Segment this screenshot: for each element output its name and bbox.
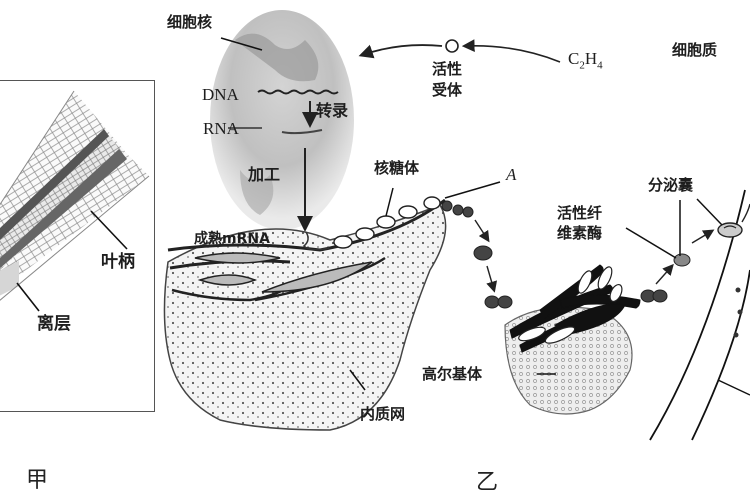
- panel-a-caption: 甲: [26, 468, 49, 493]
- active-receptor-label-line1: 活性: [432, 60, 463, 78]
- petiole-label: 叶柄: [101, 252, 135, 272]
- cellulase-label-line1: 活性纤: [557, 204, 603, 222]
- cell-wall: [691, 269, 750, 441]
- cellulase-label-line2: 维素酶: [557, 224, 603, 242]
- panel-b-caption: 乙: [476, 470, 499, 495]
- exocytosis-vesicle: [717, 222, 743, 238]
- panel-a-leaf-abscission: 叶柄 离层: [0, 80, 155, 412]
- petiole-tissue-drawing: [0, 90, 150, 312]
- ethylene-formula: C2H4: [568, 49, 603, 72]
- active-receptor-label-line2: 受体: [432, 81, 463, 99]
- ribosomes: [333, 196, 441, 249]
- cytoplasm-label: 细胞质: [672, 41, 718, 59]
- marker-a-label: A: [506, 165, 517, 184]
- dna-label: DNA: [202, 85, 239, 104]
- er-label: 内质网: [360, 405, 406, 423]
- active-receptor-circle: [445, 39, 459, 53]
- transcription-label: 转录: [316, 101, 349, 120]
- secretory-vesicle-label: 分泌囊: [648, 176, 694, 194]
- rna-label: RNA: [203, 119, 239, 138]
- nucleus-label: 细胞核: [167, 13, 213, 31]
- transport-vesicles: [441, 200, 691, 309]
- ribosome-label: 核糖体: [374, 159, 420, 177]
- golgi-label: 高尔基体: [422, 365, 483, 383]
- abscission-layer-label: 离层: [37, 314, 71, 334]
- mature-mrna-label: 成熟mRNA: [194, 231, 270, 247]
- processing-label: 加工: [248, 165, 281, 184]
